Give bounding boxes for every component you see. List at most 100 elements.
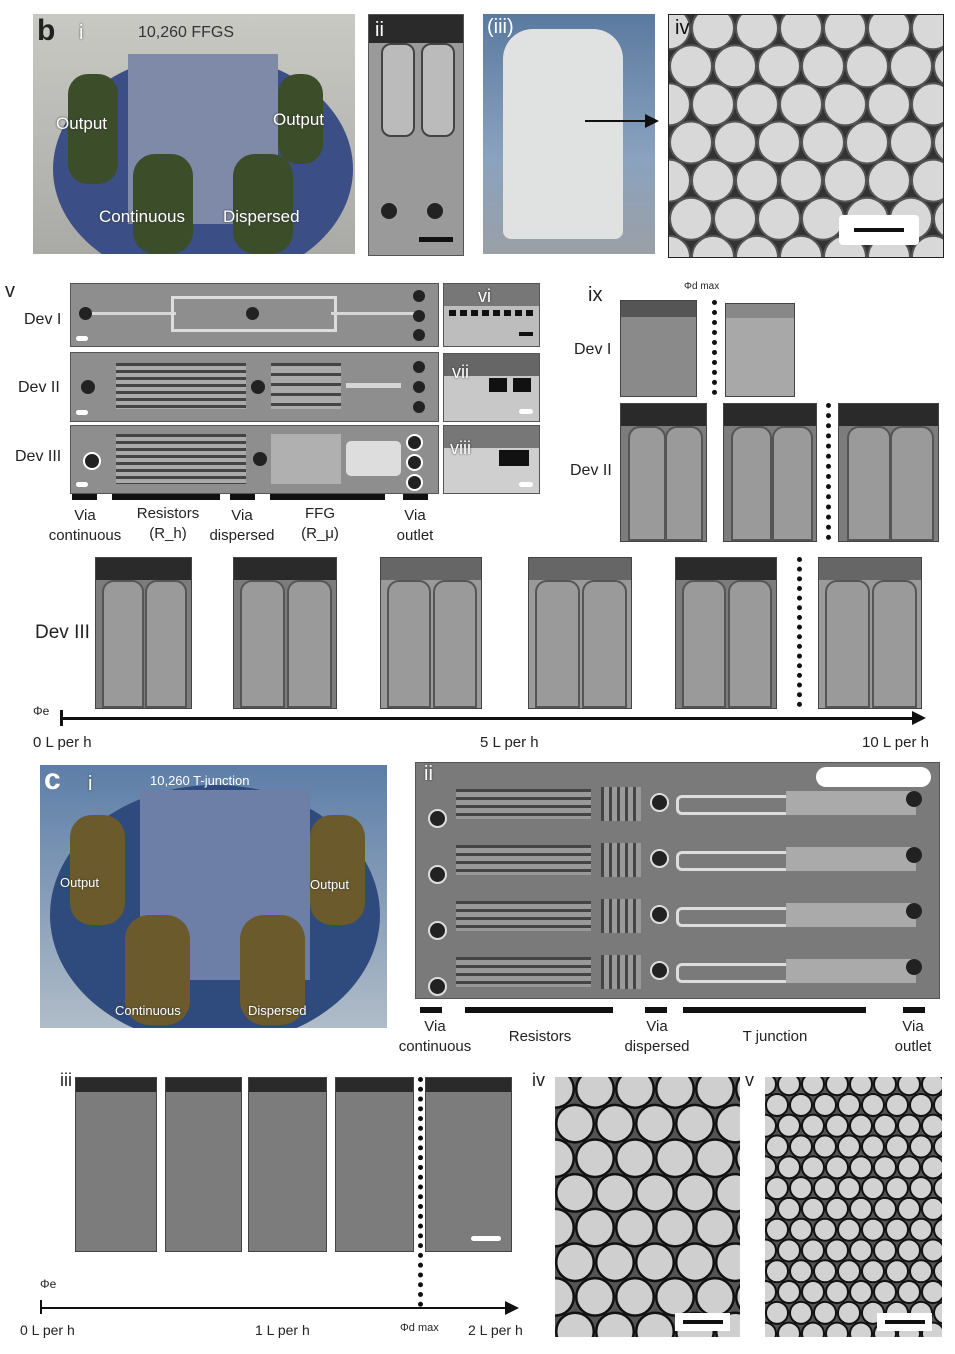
droplet (765, 1092, 789, 1117)
dev3-frame-1 (95, 557, 192, 709)
droplet (635, 1172, 675, 1213)
droplet (595, 1242, 635, 1283)
segment-bar (903, 1007, 925, 1013)
c-i-continuous: Continuous (115, 1003, 181, 1018)
b-ii-label: ii (375, 19, 384, 41)
b-iii-photo-tank: (iii) (483, 14, 655, 254)
segment-bar (230, 494, 255, 500)
droplet (595, 1311, 635, 1337)
droplet (861, 1217, 885, 1242)
droplet (765, 1300, 789, 1325)
droplet (635, 1103, 675, 1144)
dev3-frame-6 (818, 557, 922, 709)
flow-rate-axis (60, 717, 915, 720)
droplet (555, 1242, 595, 1283)
droplet (921, 1196, 942, 1221)
scale-bar (419, 237, 453, 242)
droplet (813, 1217, 837, 1242)
sphere (867, 15, 911, 51)
axis-start-tick (40, 1300, 42, 1314)
droplet (837, 1176, 861, 1201)
droplet (909, 1092, 933, 1117)
c-iv-droplets-large (555, 1077, 740, 1337)
b-iv-label: iv (675, 17, 690, 39)
ix-dev1-frame-1 (620, 300, 697, 397)
ix-dev2-frame-2 (723, 403, 817, 542)
droplet (765, 1280, 777, 1305)
droplet (801, 1238, 825, 1263)
droplet (837, 1134, 861, 1159)
droplet (555, 1138, 575, 1179)
b-vii-label: vii (452, 362, 469, 382)
connector-dispersed (233, 154, 293, 254)
droplet (825, 1113, 849, 1138)
droplet (655, 1207, 695, 1248)
droplet (655, 1276, 695, 1317)
dev3-row-label: Dev III (35, 622, 90, 643)
b-i-output-left: Output (56, 114, 108, 133)
sphere (779, 234, 823, 257)
segment-bar (683, 1007, 866, 1013)
droplet (813, 1300, 837, 1325)
droplet (825, 1280, 849, 1305)
ix-dev2-frame-3 (838, 403, 939, 542)
droplet (825, 1238, 849, 1263)
c-i-output-left: Output (60, 875, 100, 890)
segment-bar (645, 1007, 667, 1013)
droplet (849, 1238, 873, 1263)
sphere (669, 82, 691, 127)
droplet (695, 1276, 735, 1317)
droplet (861, 1259, 885, 1284)
droplet (813, 1134, 837, 1159)
b-vi-label: vi (478, 286, 491, 306)
b-tick-5: 5 L per h (480, 734, 539, 751)
sphere (735, 234, 779, 257)
dev2-micrograph (70, 352, 439, 422)
droplet (765, 1321, 777, 1337)
droplet (909, 1259, 933, 1284)
droplet (765, 1259, 789, 1284)
c-iii-frame-4 (335, 1077, 414, 1252)
sphere (735, 158, 779, 203)
droplet (777, 1238, 801, 1263)
droplet (675, 1242, 715, 1283)
axis-arrowhead (505, 1301, 519, 1315)
via (428, 809, 447, 828)
droplet (825, 1155, 849, 1180)
c-i-label: i (88, 773, 93, 795)
c-i-output-right: Output (310, 877, 350, 892)
b-vii-micrograph: vii (443, 353, 540, 422)
droplet (897, 1238, 921, 1263)
droplet (555, 1311, 595, 1337)
ix-dev2-frame-1 (620, 403, 707, 542)
b-viii-micrograph: viii (443, 425, 540, 494)
droplet (789, 1217, 813, 1242)
droplet (735, 1145, 740, 1172)
droplet (595, 1172, 635, 1213)
droplet (909, 1134, 933, 1159)
droplet (909, 1217, 933, 1242)
droplet (777, 1280, 801, 1305)
c-iii-frame-3 (248, 1077, 327, 1252)
sphere (779, 158, 823, 203)
sphere (911, 158, 943, 203)
segment-bar (112, 494, 220, 500)
ix-dev1-label: Dev I (574, 341, 612, 358)
sphere (779, 15, 823, 51)
droplet (885, 1176, 909, 1201)
droplet (849, 1196, 873, 1221)
phi-max-divider (797, 557, 802, 707)
droplet (861, 1134, 885, 1159)
b-tick-0: 0 L per h (33, 734, 92, 751)
sphere (933, 47, 943, 85)
droplet (873, 1155, 897, 1180)
scale-box (839, 215, 919, 245)
sphere (691, 15, 735, 51)
sphere (669, 15, 691, 51)
c-axis-symbol: Φe (40, 1277, 57, 1291)
segment-bar (270, 494, 385, 500)
sphere (933, 124, 943, 161)
